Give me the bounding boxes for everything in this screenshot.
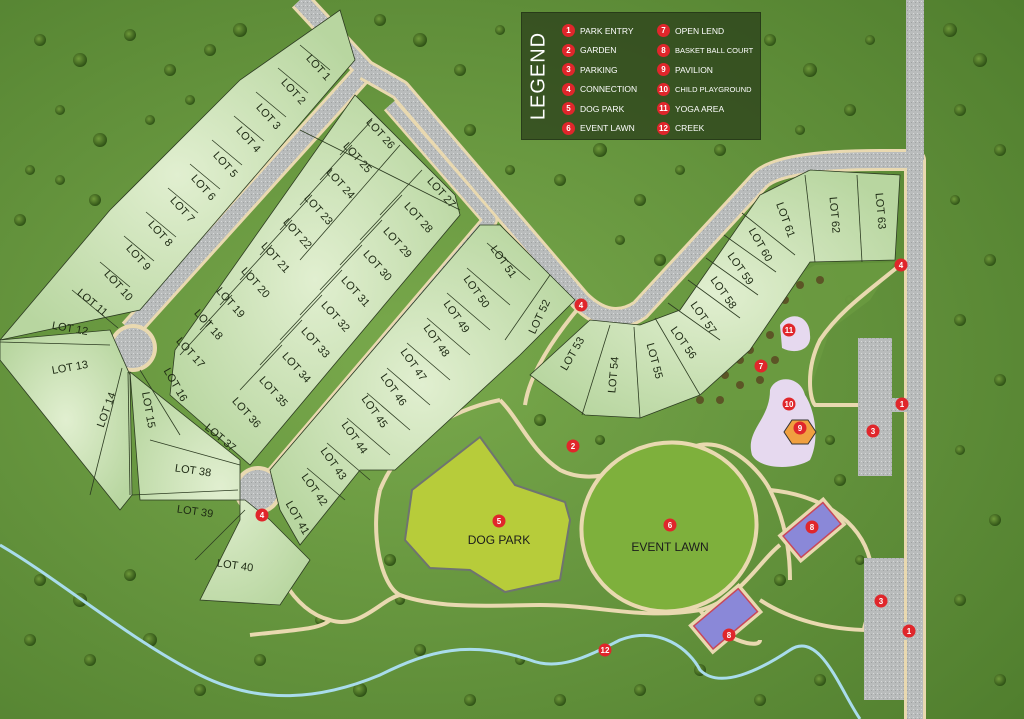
svg-text:6: 6	[668, 521, 673, 530]
svg-text:4: 4	[899, 261, 904, 270]
lot-label[interactable]: LOT 63	[873, 192, 888, 229]
map-marker-icon[interactable]: 11	[782, 323, 796, 337]
map-marker-icon[interactable]: 6	[663, 518, 677, 532]
svg-text:8: 8	[810, 523, 815, 532]
map-marker-icon[interactable]: 4	[574, 298, 588, 312]
svg-text:8: 8	[727, 631, 732, 640]
map-marker-icon[interactable]: 4	[894, 258, 908, 272]
svg-text:9: 9	[798, 424, 803, 433]
child-playground[interactable]	[750, 379, 816, 467]
map-marker-icon[interactable]: 2	[566, 439, 580, 453]
map-marker-icon[interactable]: 12	[598, 643, 612, 657]
marker-icon: 1	[562, 24, 575, 38]
dog-park-area[interactable]	[403, 435, 572, 594]
marker-icon: 12	[657, 121, 670, 135]
map-marker-icon[interactable]: 3	[874, 594, 888, 608]
map-marker-icon[interactable]: 8	[722, 628, 736, 642]
marker-icon: 10	[657, 82, 670, 96]
map-marker-icon[interactable]: 3	[866, 424, 880, 438]
svg-text:11: 11	[785, 326, 794, 335]
map-marker-icon[interactable]: 8	[805, 520, 819, 534]
map-marker-icon[interactable]: 7	[754, 359, 768, 373]
creek	[0, 543, 862, 719]
svg-text:3: 3	[879, 597, 884, 606]
map-marker-icon[interactable]: 9	[793, 421, 807, 435]
lot-dividers	[0, 44, 863, 561]
svg-text:4: 4	[579, 301, 584, 310]
marker-icon: 11	[657, 102, 670, 116]
svg-text:4: 4	[260, 511, 265, 520]
marker-icon: 2	[562, 43, 575, 57]
map-marker-icon[interactable]: 1	[895, 397, 909, 411]
basketball-court-2[interactable]	[688, 582, 764, 655]
lot-blocks	[0, 9, 901, 606]
map-marker-icon[interactable]: 1	[902, 624, 916, 638]
marker-icon: 5	[562, 102, 575, 116]
marker-icon: 6	[562, 121, 575, 135]
marker-icon: 7	[657, 24, 670, 38]
marker-icon: 8	[657, 43, 670, 57]
svg-text:10: 10	[785, 400, 794, 409]
svg-text:1: 1	[900, 400, 905, 409]
svg-text:2: 2	[571, 442, 576, 451]
marker-icon: 4	[562, 82, 575, 96]
parking-lot-south[interactable]	[864, 558, 912, 700]
marker-icon: 9	[657, 63, 670, 77]
svg-text:5: 5	[497, 517, 502, 526]
lot-label[interactable]: LOT 54	[606, 356, 621, 393]
map-marker-icon[interactable]: 10	[782, 397, 796, 411]
marker-icon: 3	[562, 63, 575, 77]
lot-label[interactable]: LOT 40	[216, 557, 254, 574]
svg-text:1: 1	[907, 627, 912, 636]
svg-text:7: 7	[759, 362, 764, 371]
svg-text:3: 3	[871, 427, 876, 436]
lot-label[interactable]: LOT 38	[174, 462, 212, 479]
map-marker-icon[interactable]: 4	[255, 508, 269, 522]
dog-park-label: DOG PARK	[468, 533, 530, 547]
map-marker-icon[interactable]: 5	[492, 514, 506, 528]
lot-label[interactable]: LOT 62	[827, 196, 842, 233]
svg-text:12: 12	[601, 646, 610, 655]
event-lawn-label: EVENT LAWN	[631, 540, 708, 554]
lot-label[interactable]: LOT 39	[176, 503, 214, 520]
trees	[14, 14, 1006, 706]
legend-title: LEGEND	[527, 31, 550, 121]
